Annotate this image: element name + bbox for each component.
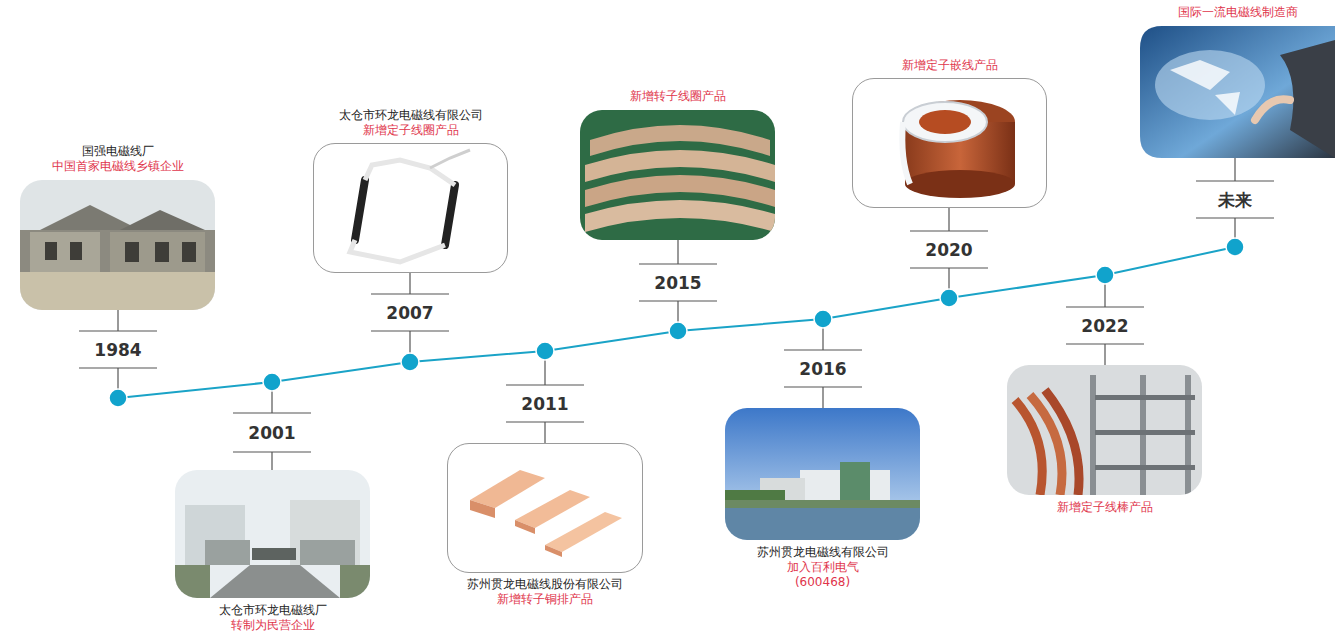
year-label: 未来	[1193, 190, 1277, 210]
company-name: 太仓市环龙电磁线有限公司	[264, 108, 557, 123]
milestone-note: 新增定子线圈产品	[264, 123, 557, 138]
year-label: 2016	[781, 359, 865, 379]
milestone-note: 转制为民营企业	[125, 618, 420, 633]
year-label: 2011	[503, 394, 587, 414]
milestone-caption: 新增定子嵌线产品	[803, 58, 1096, 73]
milestone-card: 太仓市环龙电磁线厂转制为民营企业	[175, 470, 370, 598]
year-label: 2020	[907, 240, 991, 260]
milestone-note: 中国首家电磁线乡镇企业	[0, 159, 265, 174]
milestone-caption: 国际一流电磁线制造商	[1090, 5, 1335, 20]
milestone-card: 国际一流电磁线制造商	[1140, 26, 1335, 158]
milestone-card: 苏州贯龙电磁线股份有限公司新增转子铜排产品	[447, 443, 643, 573]
milestone-caption: 苏州贯龙电磁线有限公司加入百利电气 (600468)	[675, 545, 970, 590]
milestone-note: 新增转子铜排产品	[398, 592, 692, 607]
milestone-card: 新增定子线棒产品	[1007, 365, 1202, 495]
milestone-note: 新增定子线棒产品	[957, 500, 1252, 515]
milestone-note: 国际一流电磁线制造商	[1090, 5, 1335, 20]
year-label: 2015	[636, 273, 720, 293]
milestone-card: 太仓市环龙电磁线有限公司新增定子线圈产品	[313, 143, 508, 273]
company-name: 太仓市环龙电磁线厂	[125, 603, 420, 618]
year-label: 2007	[368, 303, 452, 323]
company-name: 苏州贯龙电磁线有限公司	[675, 545, 970, 560]
company-name: 国强电磁线厂	[0, 144, 265, 159]
milestone-caption: 太仓市环龙电磁线有限公司新增定子线圈产品	[264, 108, 557, 138]
milestone-card: 国强电磁线厂中国首家电磁线乡镇企业	[20, 180, 215, 310]
milestone-note: 新增定子嵌线产品	[803, 58, 1096, 73]
milestone-card: 新增定子嵌线产品	[852, 78, 1047, 208]
company-name: 苏州贯龙电磁线股份有限公司	[398, 577, 692, 592]
milestone-caption: 新增转子线圈产品	[530, 89, 825, 104]
milestone-caption: 新增定子线棒产品	[957, 500, 1252, 515]
milestone-caption: 国强电磁线厂中国首家电磁线乡镇企业	[0, 144, 265, 174]
milestone-note: 新增转子线圈产品	[530, 89, 825, 104]
milestone-caption: 太仓市环龙电磁线厂转制为民营企业	[125, 603, 420, 633]
milestone-note: 加入百利电气 (600468)	[778, 560, 868, 590]
year-label: 2022	[1063, 316, 1147, 336]
year-label: 1984	[76, 340, 160, 360]
milestone-card: 苏州贯龙电磁线有限公司加入百利电气 (600468)	[725, 408, 920, 540]
milestone-caption: 苏州贯龙电磁线股份有限公司新增转子铜排产品	[398, 577, 692, 607]
year-label: 2001	[230, 423, 314, 443]
milestone-card: 新增转子线圈产品	[580, 110, 775, 240]
